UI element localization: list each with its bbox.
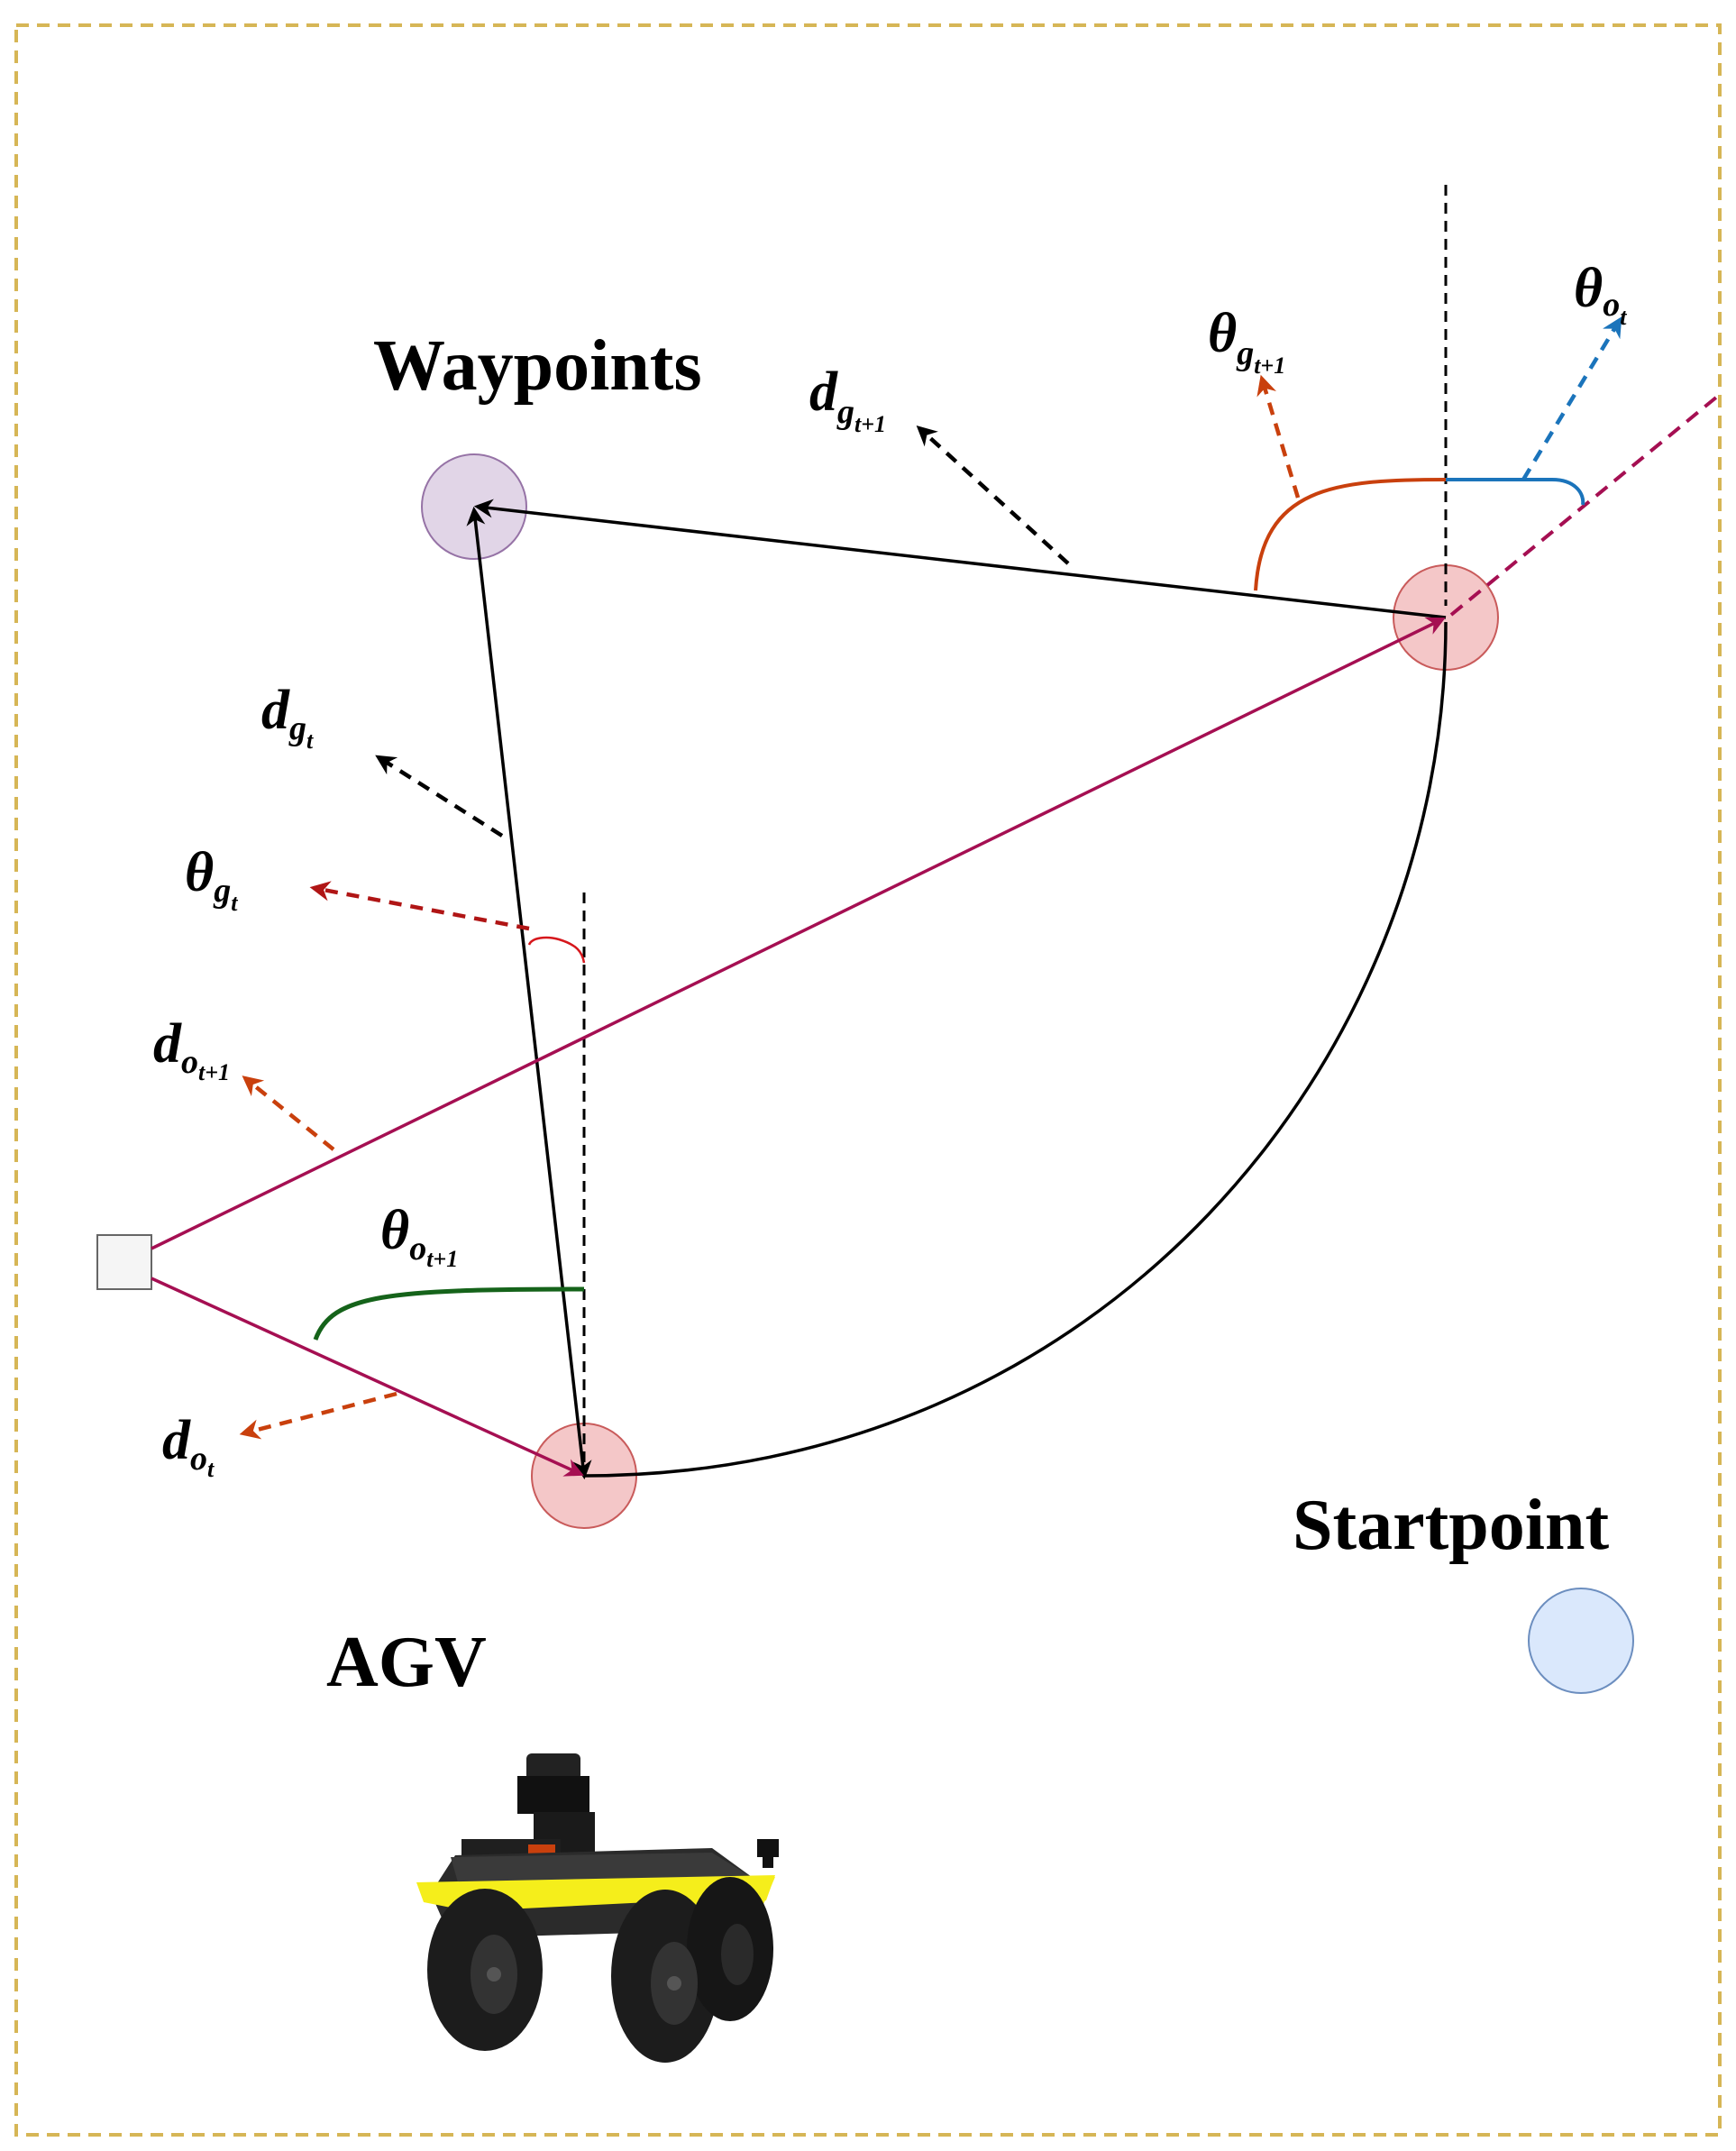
- d-gt1-symbol: dgt+1: [809, 362, 886, 437]
- agv-robot-illustration: [416, 1753, 779, 2063]
- d-gt1-sub: g: [836, 393, 854, 431]
- theta-gt-subsub: t: [231, 890, 238, 916]
- obstacle-to-next: [151, 617, 1446, 1250]
- theta-ot-sub: o: [1603, 286, 1620, 324]
- theta-gt1-symbol: θgt+1: [1208, 303, 1285, 379]
- theta-ot-symbol: θot: [1574, 258, 1627, 330]
- d-gt1-subsub: t+1: [854, 411, 886, 437]
- theta-gt1-sub: g: [1236, 334, 1254, 372]
- obstacle-to-current: [151, 1277, 584, 1477]
- vector-next-to-waypoint: [473, 499, 1447, 619]
- agv-label: AGV: [326, 1623, 487, 1702]
- theta-ot1-sub: o: [409, 1230, 426, 1268]
- theta-gt-sub: g: [213, 872, 231, 910]
- theta-gt1-subsub: t+1: [1254, 352, 1285, 379]
- startpoint-label: Startpoint: [1293, 1486, 1609, 1565]
- startpoint-circle: [1528, 1588, 1634, 1694]
- theta-ot-arc: [1446, 478, 1585, 506]
- d-ot-symbol: dot: [162, 1410, 215, 1482]
- d-ot-subsub: t: [207, 1456, 215, 1482]
- theta-ot1-subsub: t+1: [426, 1246, 458, 1272]
- theta-gt-symbol: θgt: [185, 842, 238, 916]
- theta-ot-subsub: t: [1620, 304, 1627, 330]
- theta-ot1-main: θ: [380, 1200, 409, 1261]
- waypoints-label: Waypoints: [373, 326, 702, 406]
- d-gt-subsub: t: [306, 728, 314, 754]
- theta-gt1-arc: [1254, 478, 1447, 591]
- theta-gt-arrow: [309, 881, 530, 931]
- d-ot1-arrow: [242, 1076, 335, 1151]
- theta-gt-arc: [527, 936, 586, 964]
- d-gt-main: d: [261, 680, 290, 741]
- theta-ot-main: θ: [1574, 258, 1603, 319]
- d-ot-arrow: [239, 1391, 397, 1440]
- d-gt-arrow: [375, 755, 504, 838]
- theta-ot1-arc: [313, 1286, 585, 1341]
- d-gt-sub: g: [288, 709, 306, 747]
- d-ot1-sub: o: [181, 1043, 198, 1081]
- d-ot-sub: o: [190, 1440, 207, 1478]
- d-ot1-main: d: [153, 1013, 182, 1075]
- d-ot1-symbol: dot+1: [153, 1013, 230, 1085]
- waypoint-circle: [421, 453, 527, 560]
- d-gt1-main: d: [809, 362, 838, 423]
- diagram-frame: [14, 23, 1722, 2137]
- trajectory-curve: [583, 621, 1448, 1478]
- theta-ot1-symbol: θot+1: [380, 1200, 458, 1272]
- d-gt1-arrow: [916, 425, 1070, 565]
- theta-ot-arrow: [1521, 316, 1622, 481]
- heading-extension: [1449, 395, 1719, 617]
- obstacle-square: [96, 1234, 152, 1290]
- theta-gt-main: θ: [185, 842, 214, 903]
- theta-gt1-main: θ: [1208, 303, 1237, 364]
- d-gt-symbol: dgt: [261, 680, 314, 754]
- theta-gt1-arrow: [1256, 374, 1301, 499]
- vector-current-to-waypoint: [466, 506, 592, 1480]
- d-ot-main: d: [162, 1410, 191, 1471]
- d-ot1-subsub: t+1: [198, 1059, 230, 1085]
